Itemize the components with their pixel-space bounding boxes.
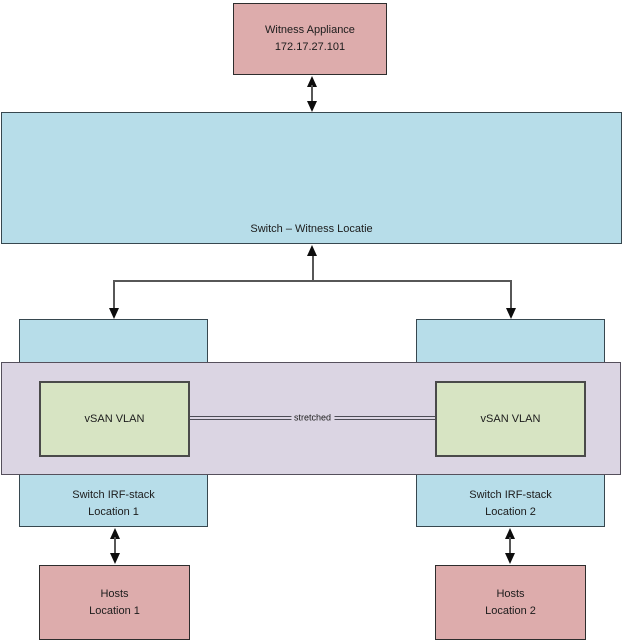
witness-switch-arrow xyxy=(306,76,317,112)
irf-stack-location1-subtitle: Location 1 xyxy=(88,506,139,518)
vsan-vlan-location1-title: vSAN VLAN xyxy=(84,412,145,425)
hosts-location1-title: Hosts xyxy=(100,587,129,600)
arrow-stem xyxy=(310,85,313,103)
vsan-vlan-location1-node: vSAN VLAN xyxy=(39,381,190,457)
arrow-up-icon xyxy=(504,528,515,539)
vsan-vlan-location2-title: vSAN VLAN xyxy=(480,412,541,425)
arrow-up-icon xyxy=(109,528,120,539)
irf-hosts-arrow-location2 xyxy=(504,528,515,564)
irf-stack-location2-subtitle: Location 2 xyxy=(485,506,536,518)
arrow-up-icon xyxy=(306,76,317,87)
witness-appliance-node: Witness Appliance 172.17.27.101 xyxy=(233,3,387,75)
stretched-vlan-link: stretched xyxy=(190,412,435,424)
branch-arrow-up-icon xyxy=(307,245,317,256)
hosts-location1-node: Hosts Location 1 xyxy=(39,565,190,640)
irf-stack-location2-title: Switch IRF-stack xyxy=(469,489,552,501)
witness-switch-node: Switch – Witness Locatie xyxy=(1,112,622,244)
irf-stack-location1-title: Switch IRF-stack xyxy=(72,489,155,501)
arrow-stem xyxy=(113,537,116,555)
hosts-location1-subtitle: Location 1 xyxy=(89,604,140,617)
branch-right-arrow-down-icon xyxy=(506,308,516,319)
branch-stem xyxy=(312,256,314,281)
irf-hosts-arrow-location1 xyxy=(109,528,120,564)
hosts-location2-subtitle: Location 2 xyxy=(485,604,536,617)
hosts-location2-title: Hosts xyxy=(496,587,525,600)
arrow-down-icon xyxy=(109,553,120,564)
arrow-down-icon xyxy=(306,101,317,112)
arrow-stem xyxy=(508,537,511,555)
stretched-link-label: stretched xyxy=(290,412,335,424)
witness-appliance-title: Witness Appliance xyxy=(265,24,355,36)
hosts-location2-node: Hosts Location 2 xyxy=(435,565,586,640)
branch-left-line xyxy=(113,282,115,308)
arrow-down-icon xyxy=(504,553,515,564)
branch-right-line xyxy=(510,282,512,308)
branch-left-arrow-down-icon xyxy=(109,308,119,319)
vsan-vlan-location2-node: vSAN VLAN xyxy=(435,381,586,457)
witness-appliance-ip: 172.17.27.101 xyxy=(274,41,346,53)
branch-horizontal-bar xyxy=(113,280,512,282)
witness-switch-title: Switch – Witness Locatie xyxy=(250,223,373,235)
